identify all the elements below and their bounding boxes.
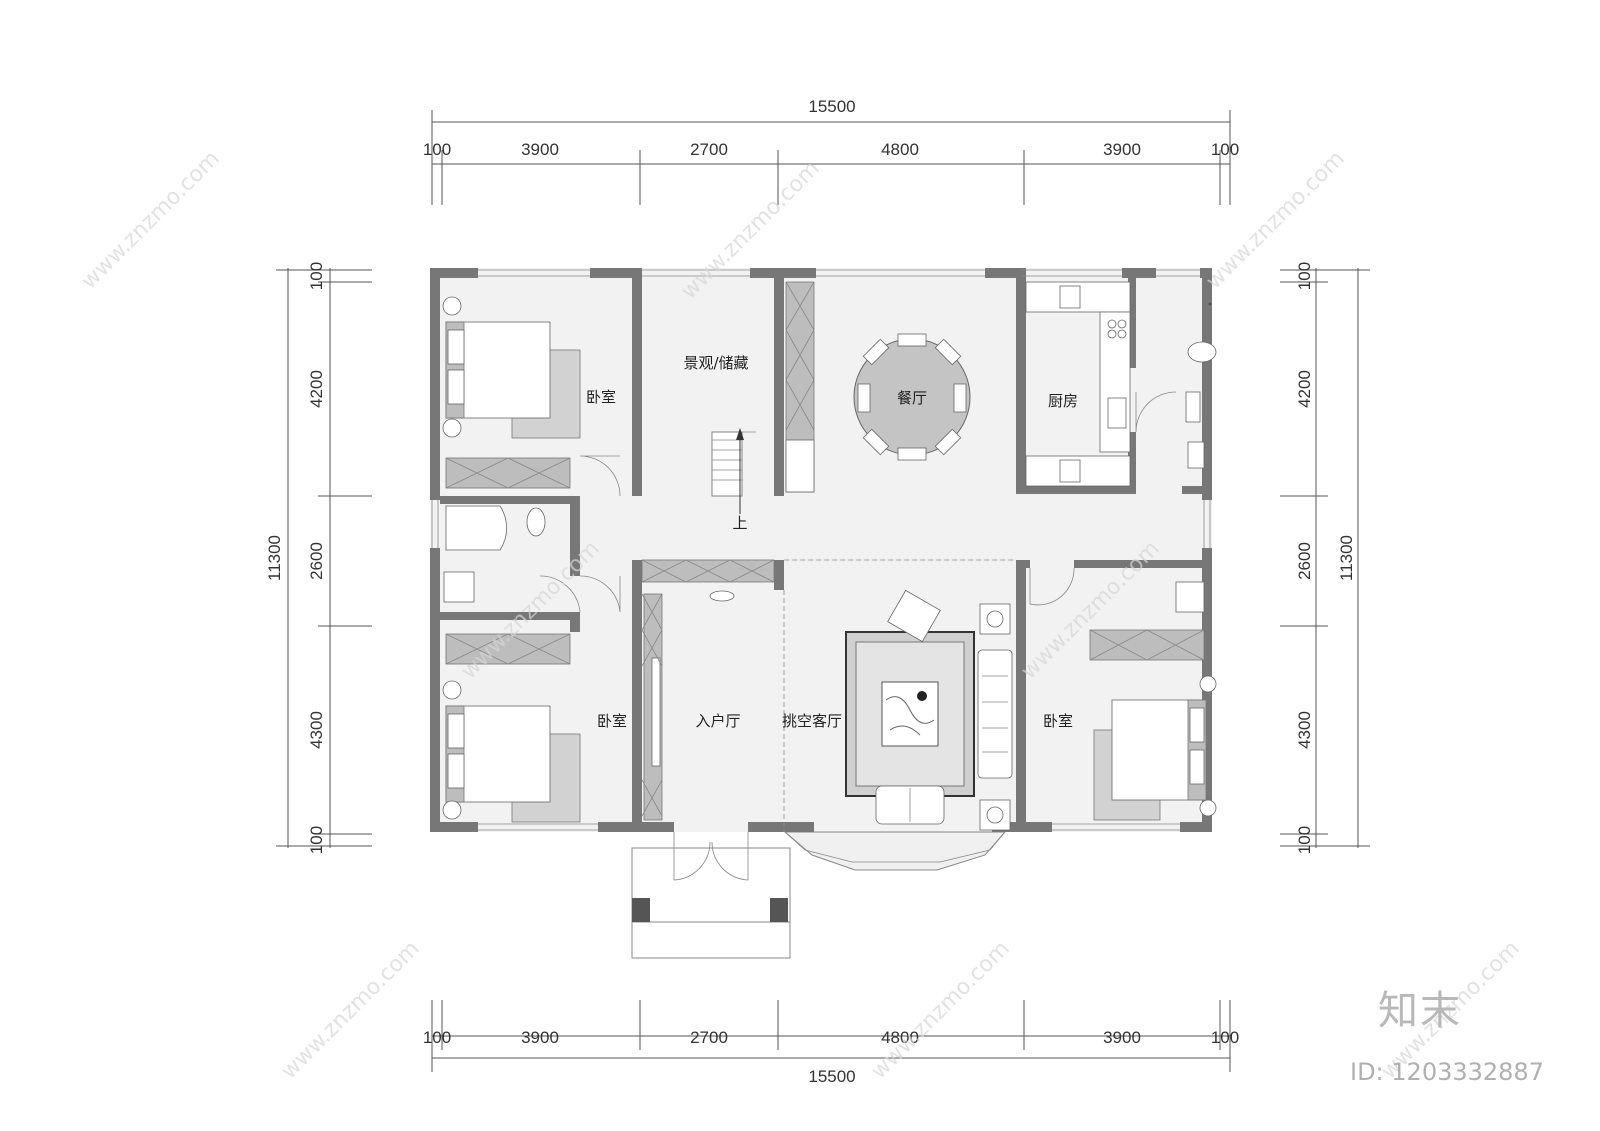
dim-bottom-seg: 100	[423, 1028, 451, 1047]
room-label-dining: 餐厅	[897, 389, 927, 407]
watermark-text: www.znzmo.com	[277, 936, 425, 1084]
brand-logo: 知末	[1378, 988, 1462, 1034]
room-label-bedroom-nw: 卧室	[586, 388, 616, 406]
dim-right-seg: 100	[1295, 826, 1314, 854]
dim-left-total: 11300	[265, 535, 284, 581]
dim-left-seg: 100	[307, 262, 326, 290]
dim-left-seg: 4300	[307, 711, 326, 749]
room-label-kitchen: 厨房	[1048, 392, 1078, 410]
windows	[431, 269, 1211, 831]
dim-right-seg: 2600	[1295, 542, 1314, 580]
image-id: ID: 1203332887	[1350, 1058, 1544, 1086]
doors	[539, 391, 1177, 922]
room-label-storage: 景观/储藏	[683, 354, 748, 372]
dim-right-seg: 4200	[1295, 370, 1314, 408]
dim-bottom-total: 15500	[808, 1067, 855, 1086]
dim-top-seg: 3900	[1103, 140, 1141, 159]
dim-bottom-seg: 3900	[521, 1028, 559, 1047]
furniture	[442, 281, 1217, 831]
dim-bottom-seg: 2700	[690, 1028, 728, 1047]
stair-up-label: 上	[732, 514, 747, 532]
room-label-bedroom-sw: 卧室	[597, 712, 627, 730]
dim-top-seg: 100	[1211, 140, 1239, 159]
dim-left-seg: 100	[307, 826, 326, 854]
dimension-labels: 15500 100 3900 2700 4800 3900 100 100 39…	[265, 97, 1356, 1086]
dim-top-seg: 4800	[881, 140, 919, 159]
dim-bottom-seg: 3900	[1103, 1028, 1141, 1047]
dim-top-total: 15500	[808, 97, 855, 116]
room-labels: 卧室 景观/储藏 餐厅 厨房 卧室 入户厅 挑空客厅 卧室 上	[586, 354, 1078, 730]
watermark-text: www.znzmo.com	[77, 146, 225, 294]
dim-top-seg: 100	[423, 140, 451, 159]
dim-bottom-seg: 4800	[881, 1028, 919, 1047]
dim-top-seg: 3900	[521, 140, 559, 159]
dim-right-seg: 4300	[1295, 711, 1314, 749]
dim-right-seg: 100	[1295, 262, 1314, 290]
dimension-lines	[276, 110, 1370, 1072]
watermark-text: www.znzmo.com	[867, 936, 1015, 1084]
dim-top-seg: 2700	[690, 140, 728, 159]
room-label-bedroom-e: 卧室	[1043, 712, 1073, 730]
dim-left-seg: 4200	[307, 370, 326, 408]
room-label-entry-hall: 入户厅	[695, 712, 740, 730]
dim-right-total: 11300	[1337, 535, 1356, 581]
dim-bottom-seg: 100	[1211, 1028, 1239, 1047]
dim-left-seg: 2600	[307, 542, 326, 580]
room-label-living: 挑空客厅	[782, 712, 842, 730]
watermark-text: www.znzmo.com	[1202, 146, 1350, 294]
